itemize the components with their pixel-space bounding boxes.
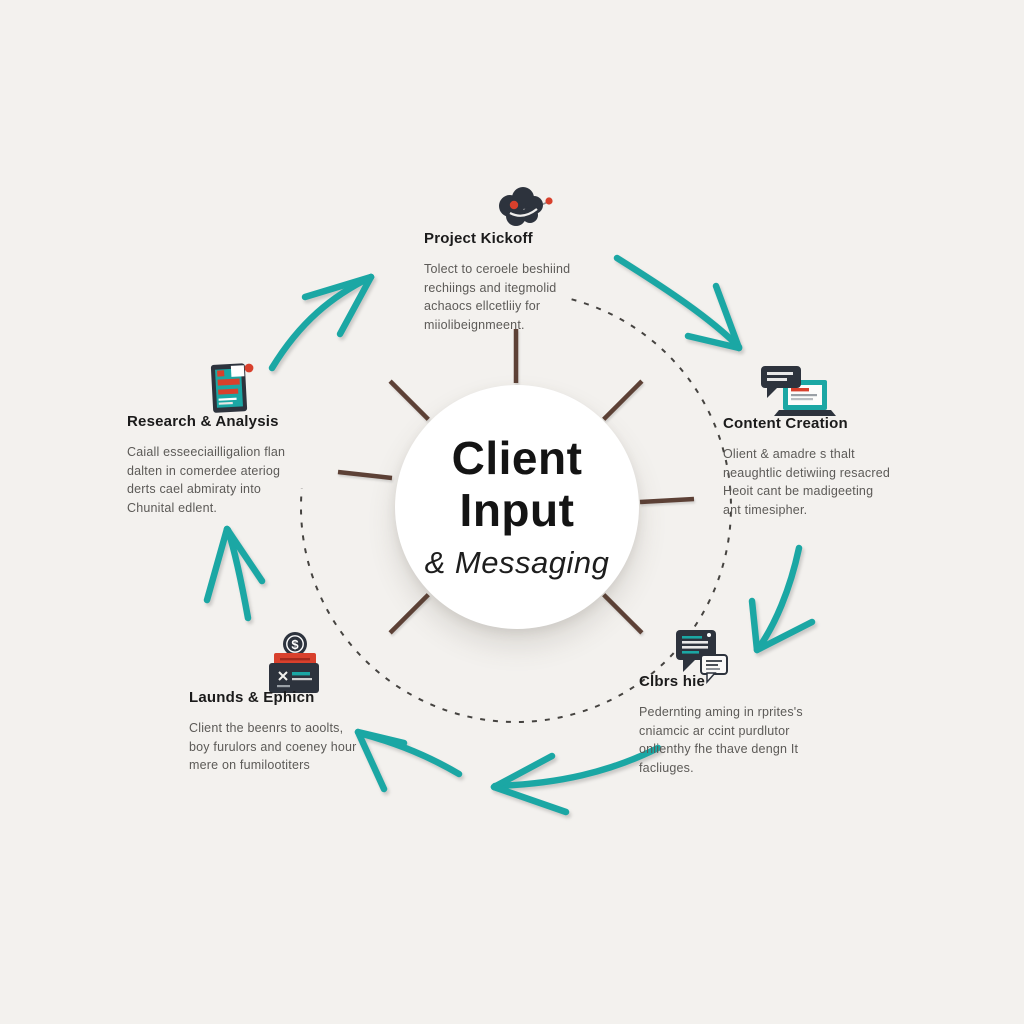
node-title: Launds & Ephicn: [189, 689, 315, 706]
node-title: Project Kickoff: [424, 230, 533, 247]
node-description: Pedernting aming in rprites's cniamcic a…: [639, 705, 803, 775]
node-description: Caiall esseeciailligalion flan dalten in…: [127, 445, 286, 515]
node-research-analysis: Research & Analysis Caiall esseeciaillig…: [127, 413, 307, 517]
node-launds-ephicn: Launds & Ephicn Client the beenrs to aoo…: [189, 689, 379, 775]
arrow-top-to-right: [613, 254, 743, 352]
node-clbrs-hie: Clbrs hie Pedernting aming in rprites's …: [639, 673, 829, 777]
center-title-line1: Client: [451, 432, 583, 485]
chat-bubbles-icon: [676, 630, 728, 684]
node-title: Research & Analysis: [127, 413, 279, 430]
node-project-kickoff: Project Kickoff Tolect to ceroele beshii…: [424, 230, 594, 334]
arrow-bottom-left-point: [490, 744, 662, 816]
node-description: Olient & amadre s thalt neaughtlic detiw…: [723, 447, 891, 517]
node-title: Content Creation: [723, 415, 848, 432]
node-content-creation: Content Creation Olient & amadre s thalt…: [723, 415, 913, 519]
node-description: Client the beenrs to aoolts, boy furulor…: [189, 721, 357, 772]
svg-text:$: $: [291, 637, 299, 652]
arrow-right-down: [748, 544, 816, 654]
laptop-chat-icon: [761, 366, 836, 416]
center-title-line2: Input: [459, 484, 575, 536]
center-hub: Client Input & Messaging: [395, 385, 639, 629]
arrow-left-to-top: [268, 273, 375, 372]
arrow-left-up: [203, 525, 266, 622]
center-subtitle: & Messaging: [424, 544, 610, 580]
node-title: Clbrs hie: [639, 673, 705, 690]
radial-spokes: [337, 329, 695, 635]
node-description: Tolect to ceroele beshiind rechiings and…: [424, 262, 571, 332]
dashed-orbit-arc: [300, 298, 732, 723]
megaphone-cloud-icon: [499, 187, 553, 226]
cash-register-icon: $: [269, 632, 319, 693]
arrow-to-launch-node: [354, 728, 463, 793]
tablet-report-icon: [210, 363, 254, 413]
